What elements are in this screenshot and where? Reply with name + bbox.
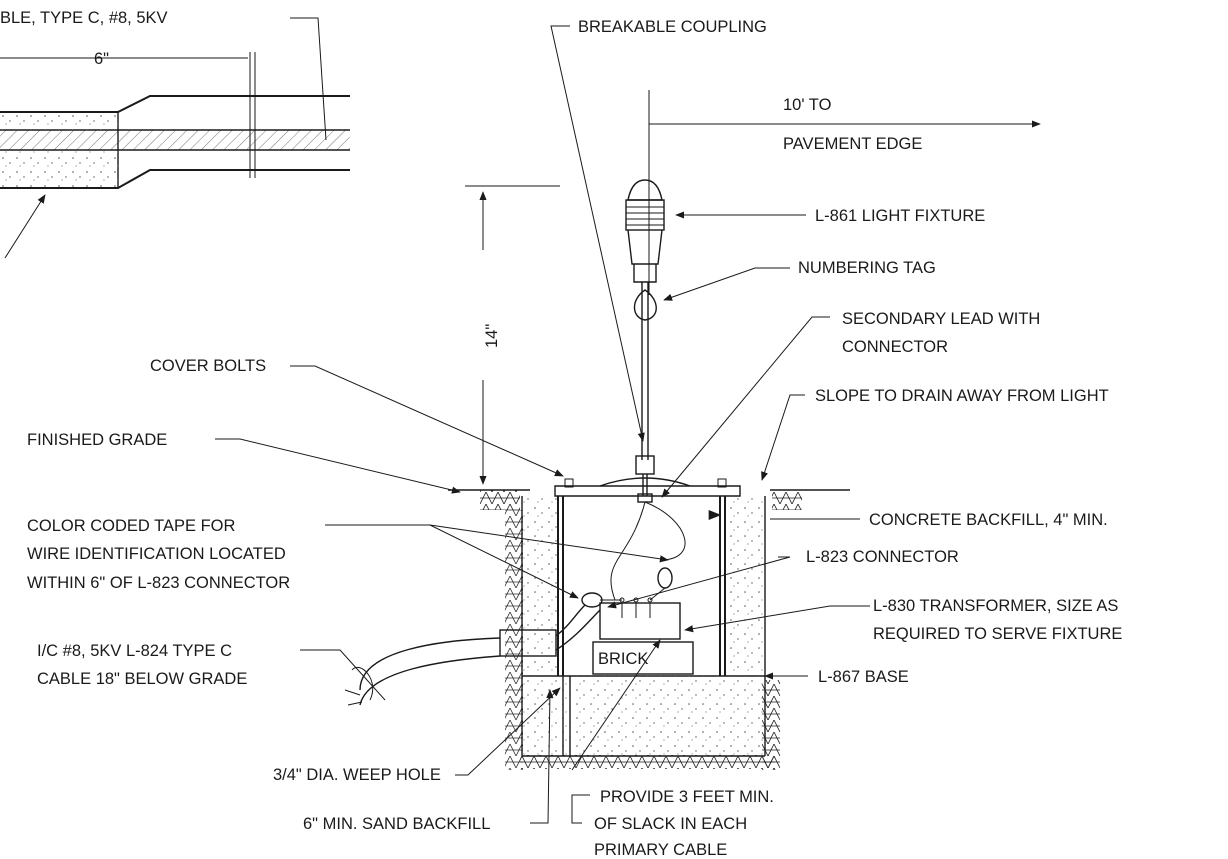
label-weep-hole: 3/4" DIA. WEEP HOLE <box>273 766 441 784</box>
label-cable-type: BLE, TYPE C, #8, 5KV <box>0 9 168 27</box>
label-secondary-lead-line2: CONNECTOR <box>842 338 948 356</box>
label-breakable-coupling: BREAKABLE COUPLING <box>578 18 767 36</box>
label-cover-bolts: COVER BOLTS <box>150 357 266 375</box>
primary-cable <box>300 604 601 706</box>
label-light-fixture: L-861 LIGHT FIXTURE <box>815 207 985 225</box>
splice-detail <box>0 17 350 259</box>
label-cable-line2: CABLE 18" BELOW GRADE <box>37 670 247 688</box>
base-assembly <box>521 477 766 757</box>
label-brick: BRICK <box>598 650 648 668</box>
light-fixture <box>625 179 665 503</box>
label-ten-ft-line2: PAVEMENT EDGE <box>783 135 922 153</box>
labels: BLE, TYPE C, #8, 5KV 6" BREAKABLE COUPLI… <box>0 9 1122 859</box>
label-ten-ft-line1: 10' TO <box>783 96 832 114</box>
label-sand-backfill: 6" MIN. SAND BACKFILL <box>303 815 490 833</box>
label-tape-line2: WIRE IDENTIFICATION LOCATED <box>27 545 286 563</box>
label-secondary-lead-line1: SECONDARY LEAD WITH <box>842 310 1040 328</box>
label-slack-line3: PRIMARY CABLE <box>594 841 727 859</box>
leaders-upper <box>215 25 1040 498</box>
label-slack-line2: OF SLACK IN EACH <box>594 815 747 833</box>
label-slack-line1: PROVIDE 3 FEET MIN. <box>600 788 774 806</box>
label-slope: SLOPE TO DRAIN AWAY FROM LIGHT <box>815 387 1109 405</box>
label-finished-grade: FINISHED GRADE <box>27 431 167 449</box>
label-concrete-backfill: CONCRETE BACKFILL, 4" MIN. <box>869 511 1108 529</box>
label-cable-line1: I/C #8, 5KV L-824 TYPE C <box>37 642 232 660</box>
label-six-inch-dim: 6" <box>94 50 109 68</box>
leaders-lower <box>325 518 870 824</box>
label-tape-line1: COLOR CODED TAPE FOR <box>27 517 236 535</box>
label-transformer-line1: L-830 TRANSFORMER, SIZE AS <box>873 597 1118 615</box>
label-tape-line3: WITHIN 6" OF L-823 CONNECTOR <box>27 574 290 592</box>
label-height-dim: 14" <box>483 324 501 348</box>
ground <box>448 489 850 770</box>
label-l823-connector: L-823 CONNECTOR <box>806 548 959 566</box>
label-numbering-tag: NUMBERING TAG <box>798 259 936 277</box>
label-transformer-line2: REQUIRED TO SERVE FIXTURE <box>873 625 1122 643</box>
label-base: L-867 BASE <box>818 668 909 686</box>
